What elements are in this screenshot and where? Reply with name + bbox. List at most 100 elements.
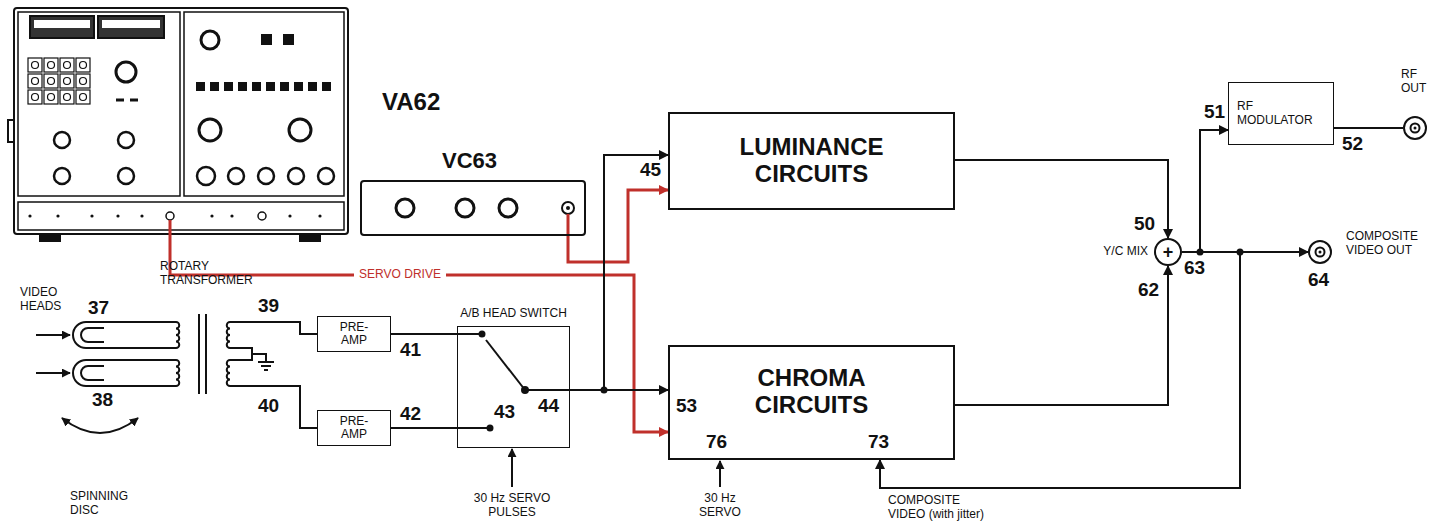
va62-instrument [284, 35, 293, 44]
panel-dots [318, 214, 321, 217]
output-jack: COMPOSITE VIDEO OUT [1308, 240, 1332, 264]
va62-instrument [262, 35, 271, 44]
panel-dots [288, 214, 291, 217]
signal-wire [1334, 127, 1403, 129]
rotary-transformer [104, 359, 176, 361]
callout-number: 44 [538, 396, 559, 415]
indicator-row [322, 82, 331, 91]
rotary-transformer [198, 314, 200, 394]
va62-instrument [116, 99, 124, 102]
callout-number: 40 [258, 396, 279, 415]
outline [1404, 117, 1426, 139]
callout-number: 76 [706, 432, 727, 451]
signal-wire [1182, 130, 1228, 252]
junction-symbol: + [1163, 242, 1174, 262]
va62-instrument [228, 168, 244, 184]
keypad [60, 58, 74, 72]
va62-instrument [14, 8, 348, 234]
rotary-transformer [230, 386, 317, 428]
video-heads [73, 322, 104, 348]
callout-number: 37 [88, 298, 109, 317]
keypad [64, 62, 71, 69]
va62-instrument [130, 99, 138, 102]
rotary-transformer [261, 365, 271, 367]
process-box: PRE-AMP [317, 410, 391, 446]
box-label: LUMINANCE CIRCUITS [702, 134, 922, 188]
jack-symbol [1308, 240, 1332, 264]
vc63-jacks [456, 199, 474, 217]
process-box: PRE-AMP [317, 316, 391, 352]
rotary-transformer [176, 322, 179, 348]
indicator-row [196, 82, 331, 91]
va62-instrument [184, 12, 344, 196]
keypad [76, 90, 90, 104]
jack-pin [1319, 251, 1322, 254]
keypad [48, 78, 55, 85]
head-switch-contacts [457, 332, 570, 431]
video-heads [81, 366, 104, 380]
callout-number: 64 [1308, 270, 1329, 289]
panel-dots [116, 214, 119, 217]
va62-instrument [288, 168, 304, 184]
rotary-transformer [104, 314, 317, 428]
keypad [28, 90, 42, 104]
output-jack: RF OUT [1403, 116, 1427, 140]
indicator-row [238, 82, 247, 91]
callout-number: 42 [400, 404, 421, 423]
servo-wire [568, 190, 668, 262]
indicator-row [252, 82, 261, 91]
rotary-transformer [205, 314, 207, 394]
va62-instrument [258, 212, 266, 220]
va62-instrument [30, 16, 94, 38]
indicator-row [308, 82, 317, 91]
servo-input-arrows [512, 449, 720, 487]
keypad [28, 74, 42, 88]
va62-instrument [118, 132, 134, 148]
signal-label: 30 Hz SERVO PULSES [458, 492, 566, 520]
rotary-transformer [104, 347, 176, 349]
callout-number: 52 [1342, 134, 1363, 153]
keypad [64, 94, 71, 101]
video-heads [36, 334, 70, 336]
outline [1309, 241, 1331, 263]
servo-input-arrows [511, 449, 513, 487]
va62-instrument [197, 167, 215, 185]
video-heads [62, 418, 138, 433]
servo-input-arrows [719, 461, 721, 487]
va62-instrument [201, 31, 219, 49]
junction-label: Y/C MIX [1103, 245, 1148, 259]
edge-label: SERVO DRIVE [354, 268, 446, 282]
box-label: PRE-AMP [333, 321, 375, 348]
jack-socket [1411, 124, 1420, 133]
keypad [44, 90, 58, 104]
rotary-transformer [264, 369, 268, 371]
vc63-output-stub [567, 214, 570, 236]
callout-number: 62 [1138, 280, 1159, 299]
video-heads [73, 360, 104, 386]
switch-box: A/B HEAD SWITCH [457, 326, 570, 448]
rotary-transformer [230, 322, 317, 334]
va62-instrument [98, 16, 164, 38]
jack-socket [1316, 248, 1325, 257]
va62-instrument [18, 202, 344, 230]
keypad [48, 94, 55, 101]
jack-symbol [1403, 116, 1427, 140]
keypad [76, 74, 90, 88]
video-heads [36, 322, 138, 433]
process-box: RF MODULATOR [1228, 82, 1334, 145]
callout-number: 39 [258, 296, 279, 315]
keypad [48, 62, 55, 69]
jack-label: COMPOSITE VIDEO OUT [1346, 230, 1432, 258]
box-label: RF MODULATOR [1237, 100, 1319, 127]
process-box: LUMINANCE CIRCUITS [668, 112, 955, 210]
edge-label: COMPOSITE VIDEO (with jitter) [888, 494, 1000, 522]
indicator-row [280, 82, 289, 91]
va62-instrument [18, 12, 180, 196]
callout-number: 73 [868, 432, 889, 451]
junction-dots [601, 249, 1244, 394]
rotary-transformer [230, 348, 252, 360]
servo-drive-stub [169, 220, 172, 240]
box-heading: A/B HEAD SWITCH [460, 307, 567, 321]
signal-wire [955, 160, 1168, 238]
